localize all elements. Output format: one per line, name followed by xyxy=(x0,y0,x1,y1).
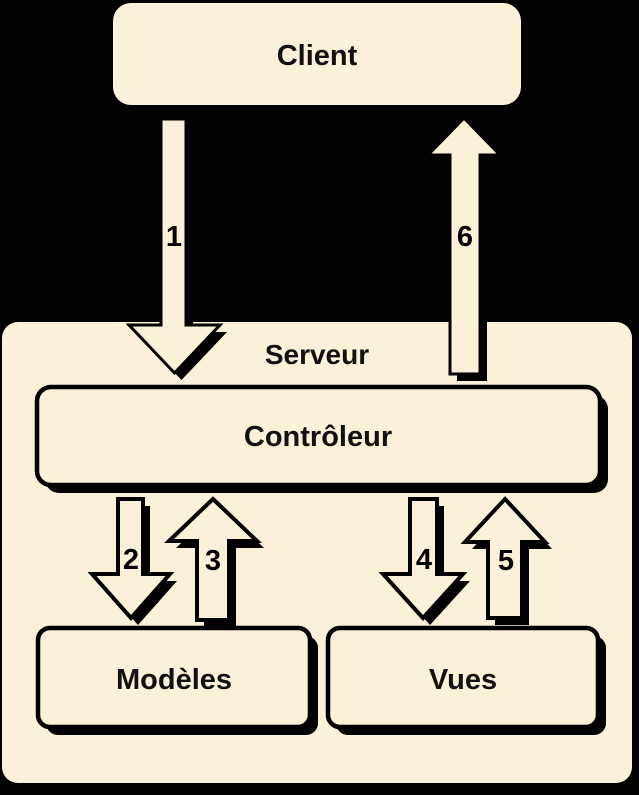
modeles-label: Modèles xyxy=(116,664,232,696)
client-label: Client xyxy=(277,40,358,72)
arrow-5-label: 5 xyxy=(498,545,514,577)
arrow-2 xyxy=(87,497,177,625)
arrow-1 xyxy=(125,117,227,380)
arrow-6-label: 6 xyxy=(457,221,473,253)
controleur-label: Contrôleur xyxy=(244,421,392,453)
modeles-box xyxy=(35,625,313,730)
controleur-node xyxy=(34,384,608,493)
arrow-3 xyxy=(164,496,264,627)
serveur-label: Serveur xyxy=(265,339,369,370)
arrow-6 xyxy=(424,115,507,381)
arrow-3-body xyxy=(164,496,262,622)
arrow-1-label: 1 xyxy=(166,221,182,253)
arrow-4-label: 4 xyxy=(416,544,432,576)
vues-label: Vues xyxy=(429,664,497,696)
arrow-4-body xyxy=(378,497,468,621)
arrow-5 xyxy=(460,496,552,625)
vues-node xyxy=(325,625,606,735)
client-box xyxy=(113,3,521,105)
vues-box xyxy=(325,625,601,730)
arrow-4 xyxy=(378,497,470,625)
arrow-1-body xyxy=(125,117,224,376)
arrow-2-body xyxy=(87,497,175,622)
modeles-node xyxy=(35,625,318,735)
arrow-2-label: 2 xyxy=(123,544,139,576)
arrow-6-body xyxy=(424,115,504,376)
arrow-3-label: 3 xyxy=(205,545,221,577)
controleur-box xyxy=(34,384,603,488)
arrow-5-body xyxy=(460,496,550,620)
